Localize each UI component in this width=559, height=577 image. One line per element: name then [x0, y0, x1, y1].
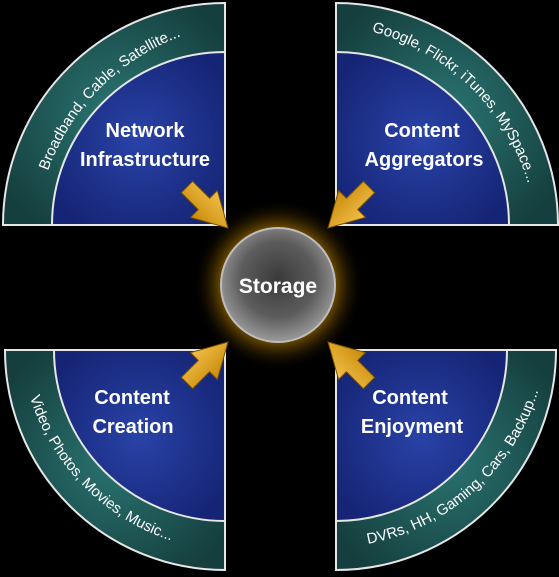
quadrant-network — [1, 1, 226, 226]
enjoyment-inner-panel — [335, 349, 509, 523]
arrow-network — [180, 180, 229, 229]
enjoyment-title-line1: Content — [372, 387, 448, 409]
arrow-enjoyment — [327, 341, 376, 390]
aggregators-title-line2: Aggregators — [365, 149, 484, 171]
quadrant-creation — [3, 349, 226, 572]
network-title-line1: Network — [106, 120, 186, 142]
aggregators-inner-panel — [335, 50, 511, 226]
network-inner-panel — [50, 50, 226, 226]
quadrant-aggregators — [335, 1, 559, 226]
quadrant-enjoyment — [335, 349, 558, 572]
storage-core — [220, 227, 336, 343]
center-label: Storage — [239, 275, 317, 298]
aggregators-title-line1: Content — [384, 120, 460, 142]
arrow-creation — [180, 341, 229, 390]
creation-inner-panel — [52, 349, 226, 523]
creation-title-line2: Creation — [92, 416, 173, 438]
enjoyment-title-line2: Enjoyment — [361, 416, 464, 438]
network-title-line2: Infrastructure — [80, 149, 210, 171]
arrow-aggregators — [327, 180, 376, 229]
creation-title-line1: Content — [94, 387, 170, 409]
